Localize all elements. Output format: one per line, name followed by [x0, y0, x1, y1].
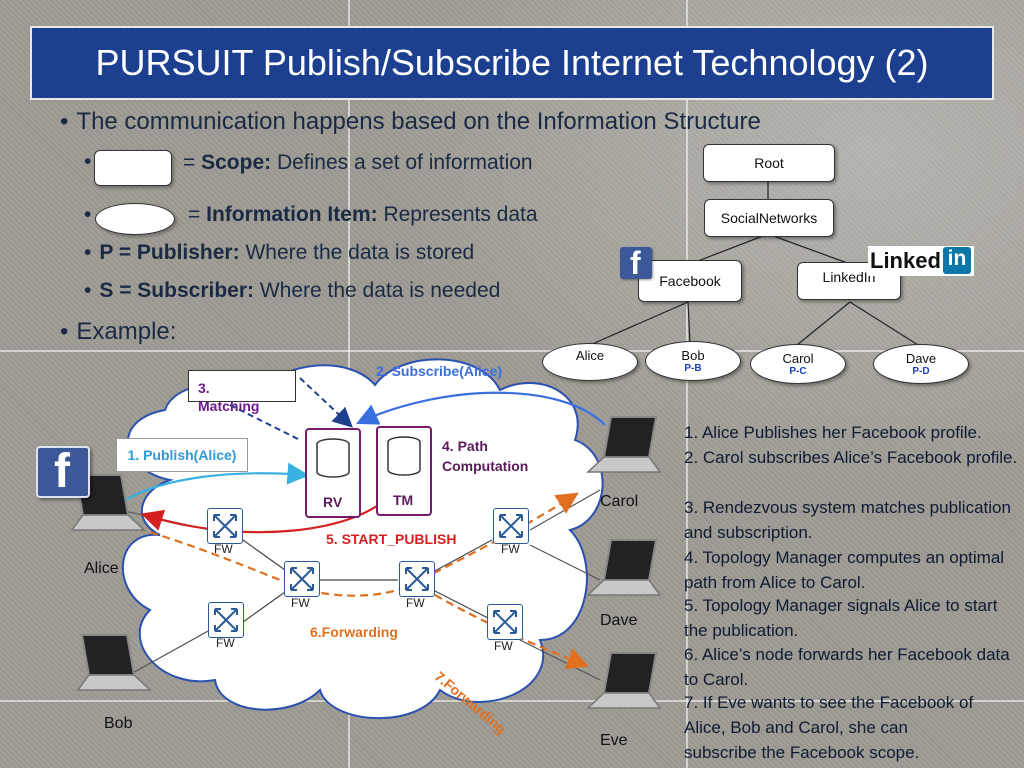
bullet-publisher: •P = Publisher: Where the data is stored [84, 241, 475, 264]
fw-label: FW [406, 596, 425, 610]
step-item: 2. Carol subscribes Alice’s Facebook pro… [684, 448, 1018, 467]
fw-node [208, 602, 244, 638]
subscribe-label: 2. Subscribe(Alice) [376, 363, 503, 379]
laptop-icon-bob [76, 634, 152, 691]
scope-term: Scope: [201, 151, 272, 174]
step-item: 1. Alice Publishes her Facebook profile. [684, 423, 982, 442]
subscriber-desc: Where the data is needed [254, 279, 501, 302]
tree-item-name: Carol [782, 351, 814, 366]
facebook-logo-icon: f [620, 245, 652, 281]
tm-label: TM [393, 492, 414, 508]
fw-label: FW [501, 542, 520, 556]
fw-node [399, 561, 435, 597]
fw-node [207, 508, 243, 544]
tree-linkedin-label: LinkedIn [822, 269, 876, 285]
tree-facebook: Facebook [638, 260, 742, 302]
bullet-item: • [84, 203, 92, 226]
step-item: 6. Alice’s node forwards her Facebook da… [684, 645, 1010, 689]
scope-eq: = [183, 151, 202, 174]
example-text: Example: [76, 318, 177, 345]
publisher-desc: Where the data is stored [239, 241, 475, 264]
router-icon [405, 567, 429, 591]
user-label-carol: Carol [600, 493, 639, 510]
grid-line-horizontal [0, 350, 1024, 352]
bullet-scope: • [84, 150, 92, 173]
bullet-example: •Example: [60, 318, 177, 345]
router-icon [213, 514, 237, 538]
step-item: 5. Topology Manager signals Alice to sta… [684, 596, 998, 640]
user-label-dave: Dave [600, 612, 638, 629]
tree-facebook-label: Facebook [659, 273, 721, 289]
fw-node [284, 561, 320, 597]
laptop-icon-carol [586, 416, 662, 473]
facebook-logo-large-icon: f [36, 445, 90, 498]
fw-label: FW [494, 639, 513, 653]
tree-item-name: Alice [575, 348, 605, 363]
router-icon [499, 514, 523, 538]
scope-desc: Defines a set of information [271, 151, 533, 174]
tree-socialnetworks: SocialNetworks [704, 199, 834, 237]
bullet-main: •The communication happens based on the … [60, 108, 761, 135]
grid-line-vertical [686, 0, 688, 768]
tree-item-name: Dave [905, 351, 937, 366]
scope-legend-box [94, 150, 172, 186]
step-item: 3. Rendezvous system matches publication… [684, 498, 1011, 542]
router-icon [493, 610, 517, 634]
user-label-eve: Eve [600, 732, 628, 749]
title-bar: PURSUIT Publish/Subscribe Internet Techn… [30, 26, 994, 100]
publisher-term: P = Publisher: [99, 241, 240, 264]
tree-root-label: Root [754, 155, 784, 171]
item-eq: = [188, 203, 207, 226]
item-desc: Represents data [377, 203, 538, 226]
rv-node: RV [305, 428, 361, 518]
fw-label: FW [291, 596, 310, 610]
tree-root: Root [703, 144, 835, 182]
tree-item-tag: P-C [789, 366, 807, 377]
step-item: 7. If Eve wants to see the Facebook of A… [684, 693, 974, 762]
fw-label: FW [216, 636, 235, 650]
page-title: PURSUIT Publish/Subscribe Internet Techn… [95, 42, 929, 83]
tree-item-carol: Carol P-C [750, 344, 846, 384]
item-legend-oval [95, 203, 175, 235]
tree-item-bob: Bob P-B [645, 341, 741, 381]
bullet-subscriber: •S = Subscriber: Where the data is neede… [84, 279, 501, 302]
tree-socialnetworks-label: SocialNetworks [720, 210, 818, 226]
tree-item-alice: Alice [542, 343, 638, 381]
steps-list: 1. Alice Publishes her Facebook profile.… [684, 420, 1019, 765]
subscriber-term: S = Subscriber: [99, 279, 254, 302]
item-definition: = Information Item: Represents data [188, 203, 538, 227]
router-icon [290, 567, 314, 591]
tree-item-tag: P-D [912, 366, 930, 377]
tm-node: TM [376, 426, 432, 516]
linkedin-logo-icon: Linked in [868, 246, 974, 276]
user-label-alice: Alice [84, 560, 119, 577]
matching-label-box: 3. Matching [188, 370, 296, 414]
user-label-bob: Bob [104, 715, 133, 732]
forwarding-label: 6.Forwarding [310, 624, 398, 640]
publish-label: 1. Publish(Alice) [127, 447, 237, 463]
fw-node [487, 604, 523, 640]
fw-node [493, 508, 529, 544]
tree-item-name: Bob [681, 348, 705, 363]
tree-item-dave: Dave P-D [873, 344, 969, 384]
router-icon [214, 608, 238, 632]
step-item: 4. Topology Manager computes an optimal … [684, 548, 1005, 592]
path-computation-label: 4. Path Computation [442, 438, 529, 474]
bullet-main-text: The communication happens based on the I… [76, 108, 761, 135]
item-term: Information Item: [206, 203, 378, 226]
start-publish-label: 5. START_PUBLISH [326, 531, 457, 547]
scope-definition: = Scope: Defines a set of information [183, 151, 533, 175]
laptop-icon-eve [586, 652, 662, 709]
database-icon [387, 436, 421, 476]
rv-label: RV [323, 494, 343, 510]
matching-label: 3. Matching [198, 380, 260, 414]
database-icon [316, 438, 350, 478]
linkedin-logo-in: in [943, 247, 971, 274]
linkedin-logo-text: Linked [870, 248, 941, 273]
laptop-icon-dave [586, 539, 662, 596]
tree-item-tag: P-B [684, 363, 702, 374]
publish-label-box: 1. Publish(Alice) [116, 438, 248, 472]
fw-label: FW [214, 542, 233, 556]
